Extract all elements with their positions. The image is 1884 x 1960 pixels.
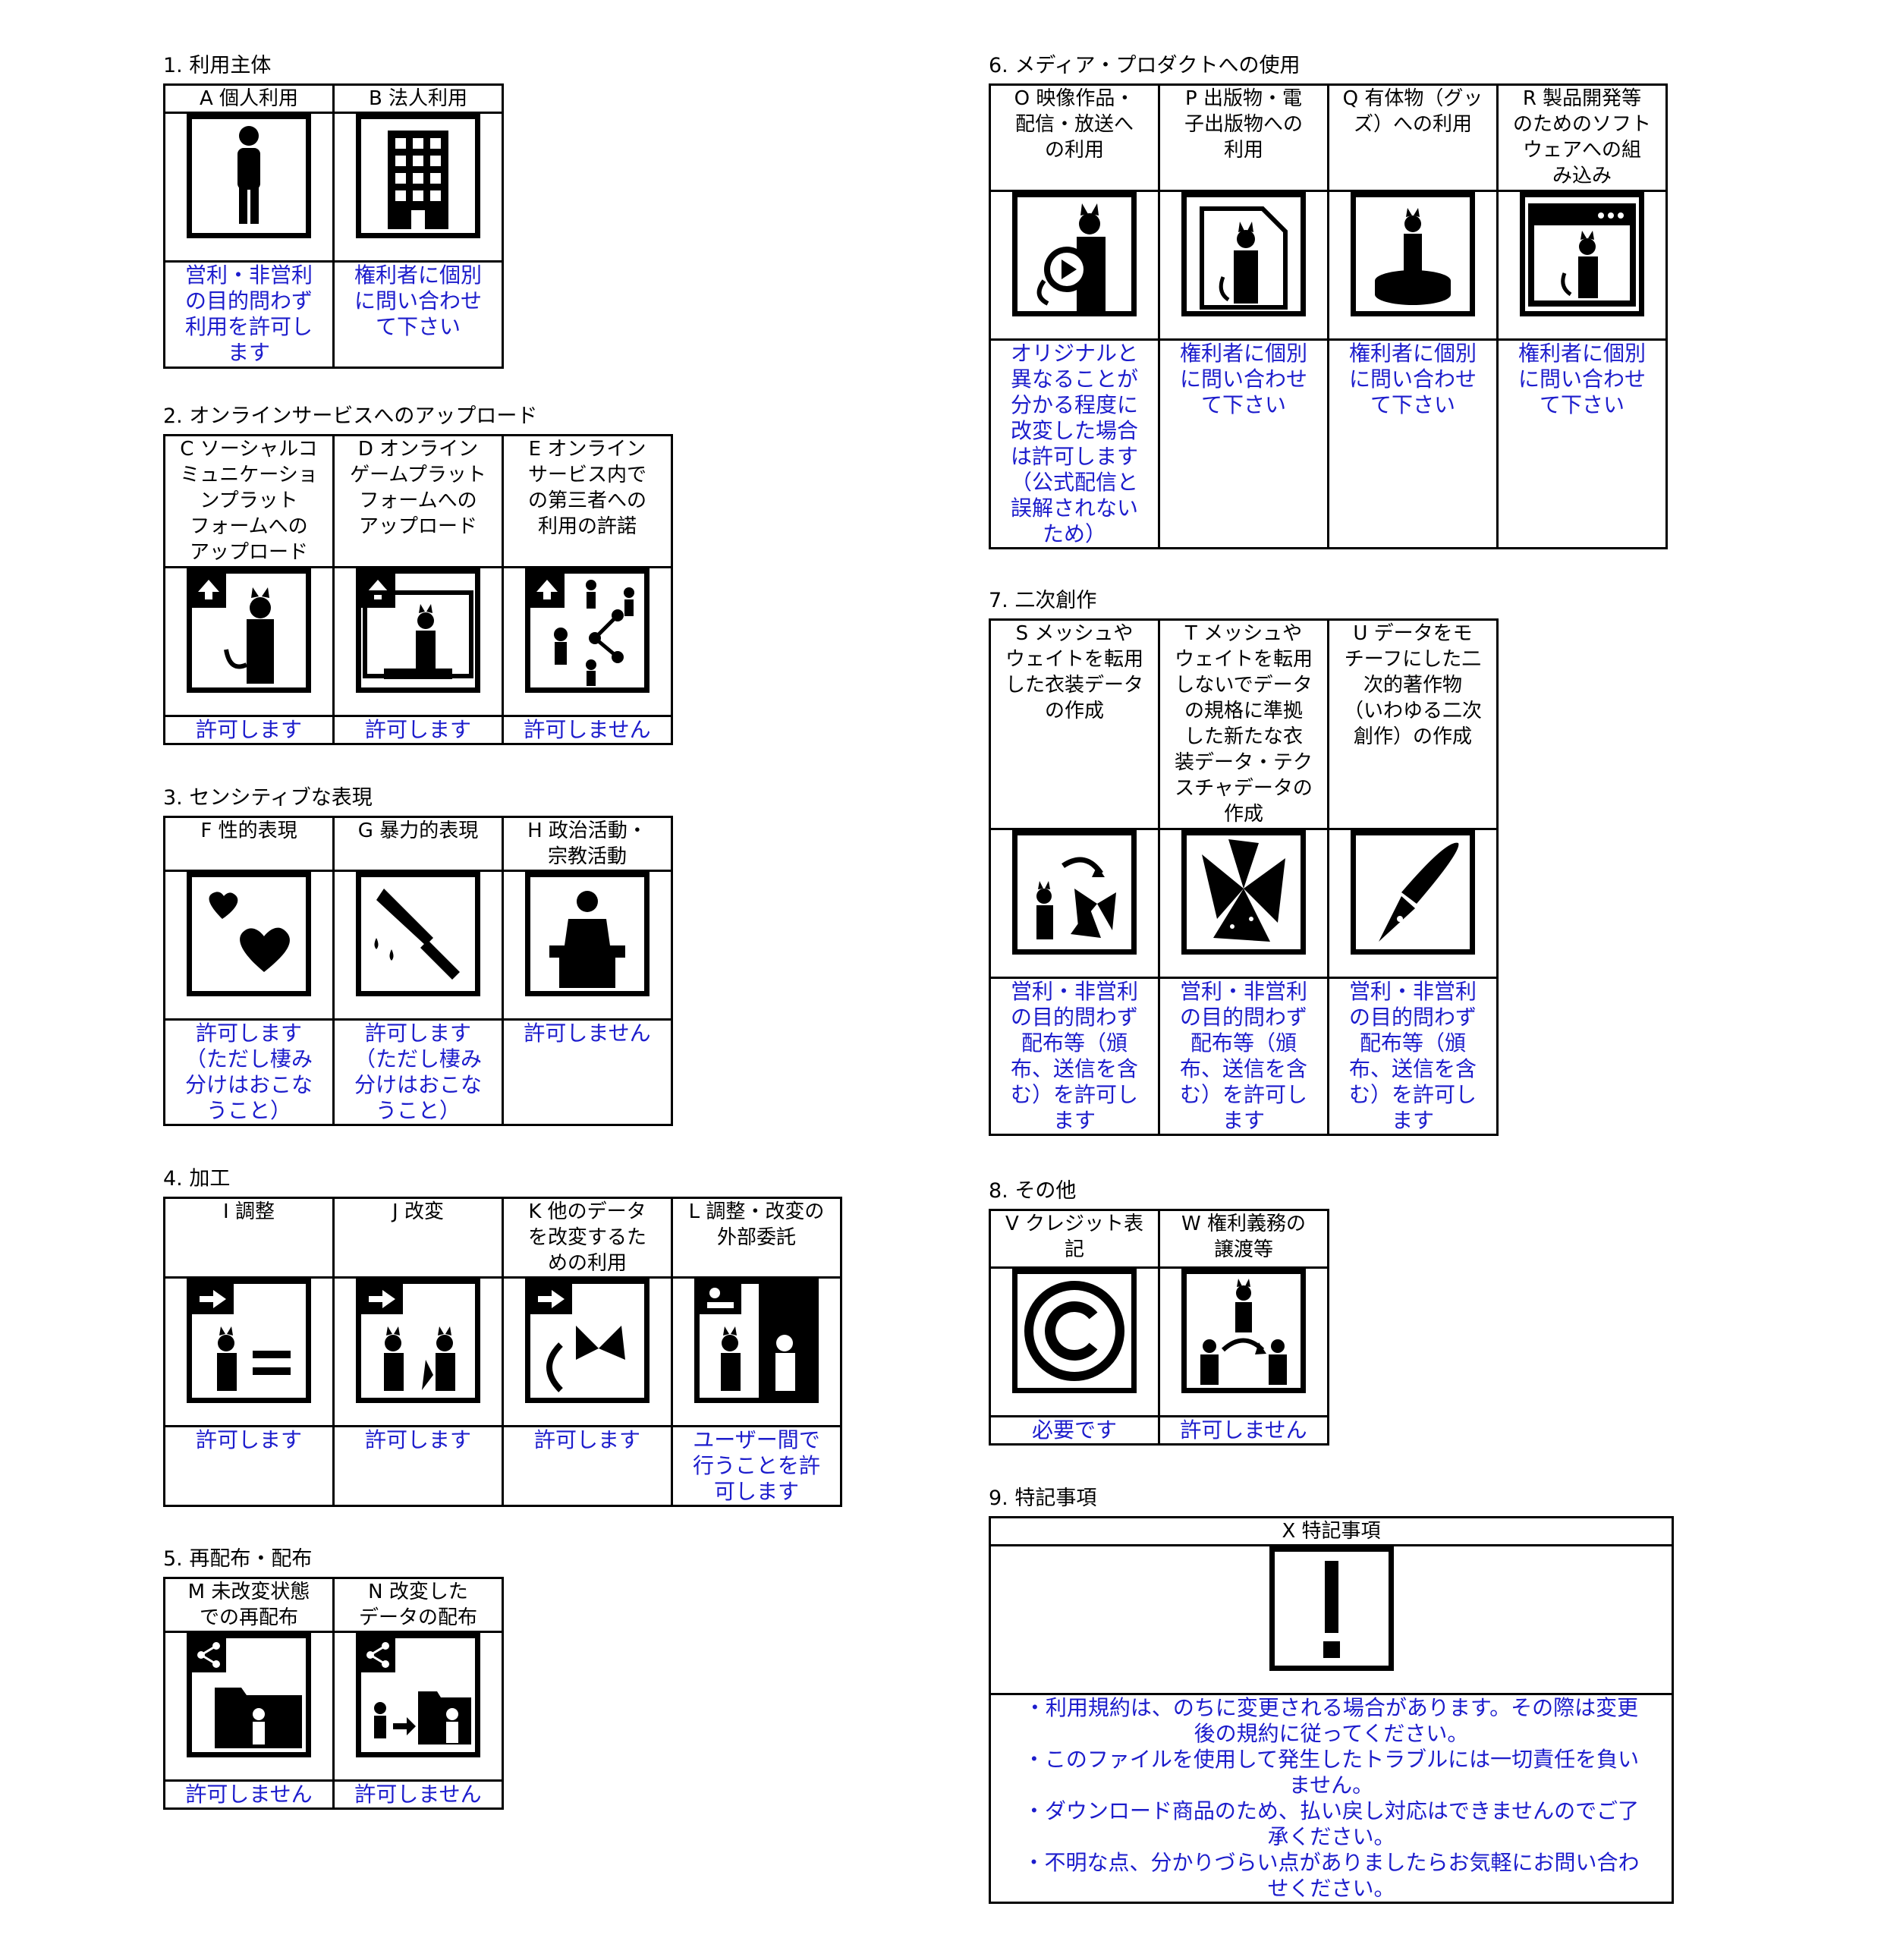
item-answer: 営利・非営利 の目的問わず 利用を許可し ます [163, 260, 335, 369]
section-special-notes: 9. 特記事項 X 特記事項 ・利用規約は、のちに変更される場合があります。その… [989, 1487, 1674, 1904]
adjust-icon [187, 1279, 311, 1403]
item-label: J 改変 [332, 1197, 504, 1279]
item-label: B 法人利用 [332, 83, 504, 114]
item-label: W 権利義務の 譲渡等 [1158, 1209, 1329, 1269]
item-label: D オンライン ゲームプラット フォームへの アップロード [332, 434, 504, 568]
item-answer: 許可しません [1158, 1415, 1329, 1446]
exclamation-icon [1269, 1547, 1394, 1671]
section-media-product: 6. メディア・プロダクトへの使用 O 映像作品・ 配信・放送へ の利用 P 出… [989, 54, 1668, 549]
section-redistribution: 5. 再配布・配布 M 未改変状態 での再配布 N 改変した データの配布 許可… [163, 1547, 504, 1810]
item-answer: 営利・非営利 の目的問わず 配布等（頒 布、送信を含 む）を許可し ます [1158, 977, 1329, 1136]
section-title: 2. オンラインサービスへのアップロード [163, 404, 538, 428]
item-answer: 必要です [989, 1415, 1160, 1446]
section-processing: 4. 加工 I 調整 J 改変 K 他のデータ を改変するた めの利用 L 調整… [163, 1167, 842, 1507]
license-table: S メッシュや ウェイトを転用 した衣装データ の作成 T メッシュや ウェイト… [989, 618, 1499, 1136]
mesh-transfer-icon [1012, 831, 1137, 955]
license-table: F 性的表現 G 暴力的表現 H 政治活動・ 宗教活動 許可します （ただし棲み… [163, 816, 673, 1126]
item-answer: 許可します （ただし棲み 分けはおこな うこと） [163, 1018, 335, 1126]
item-answer: 権利者に個別 に問い合わせ て下さい [1496, 338, 1668, 549]
item-answer: 許可します [332, 1425, 504, 1507]
section-title: 3. センシティブな表現 [163, 786, 373, 810]
item-label: R 製品開発等 のためのソフト ウェアへの組 み込み [1496, 83, 1668, 192]
item-answer: 許可します [332, 715, 504, 745]
item-answer: 権利者に個別 に問い合わせ て下さい [1327, 338, 1499, 549]
item-label: V クレジット表 記 [989, 1209, 1160, 1269]
share-third-party-icon [525, 569, 649, 693]
distribute-modified-icon [356, 1634, 480, 1757]
item-answer: 権利者に個別 に問い合わせ て下さい [1158, 338, 1329, 549]
item-label: H 政治活動・ 宗教活動 [502, 816, 673, 872]
section-title: 7. 二次創作 [989, 589, 1097, 612]
upload-game-icon [356, 569, 480, 693]
figure-goods-icon [1351, 193, 1475, 316]
item-answer: オリジナルと 異なることが 分かる程度に 改変した場合 は許可します （公式配信… [989, 338, 1160, 549]
item-label: A 個人利用 [163, 83, 335, 114]
item-answer: 許可します （ただし棲み 分けはおこな うこと） [332, 1018, 504, 1126]
item-answer: 許可します [163, 1425, 335, 1507]
pen-icon [1351, 831, 1475, 955]
item-label: I 調整 [163, 1197, 335, 1279]
item-answer: 許可します [163, 715, 335, 745]
license-table: M 未改変状態 での再配布 N 改変した データの配布 許可しません 許可しませ… [163, 1577, 504, 1810]
item-label: L 調整・改変の 外部委託 [671, 1197, 842, 1279]
section-derivative: 7. 二次創作 S メッシュや ウェイトを転用 した衣装データ の作成 T メッ… [989, 589, 1499, 1136]
item-answer: 許可しません [163, 1779, 335, 1810]
section-sensitive: 3. センシティブな表現 F 性的表現 G 暴力的表現 H 政治活動・ 宗教活動… [163, 786, 673, 1126]
item-answer: 権利者に個別 に問い合わせ て下さい [332, 260, 504, 369]
modify-icon [356, 1279, 480, 1403]
copyright-icon [1012, 1269, 1137, 1393]
item-label: M 未改変状態 での再配布 [163, 1577, 335, 1633]
software-icon [1520, 193, 1644, 316]
publication-icon [1181, 193, 1306, 316]
item-label: O 映像作品・ 配信・放送へ の利用 [989, 83, 1160, 192]
section-title: 4. 加工 [163, 1167, 231, 1191]
outsource-icon [694, 1279, 819, 1403]
section-title: 6. メディア・プロダクトへの使用 [989, 54, 1301, 77]
section-title: 5. 再配布・配布 [163, 1547, 313, 1571]
section-title: 1. 利用主体 [163, 54, 272, 77]
item-label: T メッシュや ウェイトを転用 しないでデータ の規格に準拠 した新たな衣 装デ… [1158, 618, 1329, 830]
item-answer: 営利・非営利 の目的問わず 配布等（頒 布、送信を含 む）を許可し ます [989, 977, 1160, 1136]
video-icon [1012, 193, 1137, 316]
new-clothing-icon [1181, 831, 1306, 955]
section-online-upload: 2. オンラインサービスへのアップロード C ソーシャルコ ミュニケーショ ンプ… [163, 404, 673, 745]
knife-icon [356, 873, 480, 996]
transfer-rights-icon [1181, 1269, 1306, 1393]
item-label: S メッシュや ウェイトを転用 した衣装データ の作成 [989, 618, 1160, 830]
item-label: N 改変した データの配布 [332, 1577, 504, 1633]
license-table: V クレジット表 記 W 権利義務の 譲渡等 必要です 許可しません [989, 1209, 1329, 1446]
license-table: I 調整 J 改変 K 他のデータ を改変するた めの利用 L 調整・改変の 外… [163, 1197, 842, 1507]
item-answer: 許可しません [332, 1779, 504, 1810]
license-table: O 映像作品・ 配信・放送へ の利用 P 出版物・電 子出版物への 利用 Q 有… [989, 83, 1668, 549]
item-label: F 性的表現 [163, 816, 335, 872]
item-label: G 暴力的表現 [332, 816, 504, 872]
item-label: Q 有体物（グッ ズ）への利用 [1327, 83, 1499, 192]
item-label: C ソーシャルコ ミュニケーショ ンプラット フォームへの アップロード [163, 434, 335, 568]
section-title: 9. 特記事項 [989, 1487, 1097, 1510]
item-label: K 他のデータ を改変するた めの利用 [502, 1197, 673, 1279]
hearts-icon [187, 873, 311, 996]
item-label: P 出版物・電 子出版物への 利用 [1158, 83, 1329, 192]
item-answer: 営利・非営利 の目的問わず 配布等（頒 布、送信を含 む）を許可し ます [1327, 977, 1499, 1136]
building-icon [356, 115, 480, 238]
license-table: A 個人利用 B 法人利用 営利・非営利 の目的問わず 利用を許可し ます 権利… [163, 83, 504, 369]
item-label: E オンライン サービス内で の第三者への 利用の許諾 [502, 434, 673, 568]
upload-avatar-icon [187, 569, 311, 693]
redistribute-icon [187, 1634, 311, 1757]
item-answer: 許可しません [502, 1018, 673, 1126]
item-label: X 特記事項 [989, 1516, 1674, 1546]
notes-text: ・利用規約は、のちに変更される場合があります。その際は変更 後の規約に従ってくだ… [989, 1693, 1674, 1904]
parts-use-icon [525, 1279, 649, 1403]
section-usage-subject: 1. 利用主体 A 個人利用 B 法人利用 営利・非営利 の目的問わず 利用を許… [163, 54, 504, 369]
item-answer: 許可します [502, 1425, 673, 1507]
item-answer: 許可しません [502, 715, 673, 745]
section-other: 8. その他 V クレジット表 記 W 権利義務の 譲渡等 必要です 許可しませ… [989, 1179, 1329, 1446]
podium-icon [525, 873, 649, 996]
section-title: 8. その他 [989, 1179, 1077, 1203]
item-label: U データをモ チーフにした二 次的著作物 （いわゆる二次 創作）の作成 [1327, 618, 1499, 830]
item-answer: ユーザー間で 行うことを許 可します [671, 1425, 842, 1507]
license-table: X 特記事項 ・利用規約は、のちに変更される場合があります。その際は変更 後の規… [989, 1516, 1674, 1904]
license-table: C ソーシャルコ ミュニケーショ ンプラット フォームへの アップロード D オ… [163, 434, 673, 745]
person-icon [187, 115, 311, 238]
